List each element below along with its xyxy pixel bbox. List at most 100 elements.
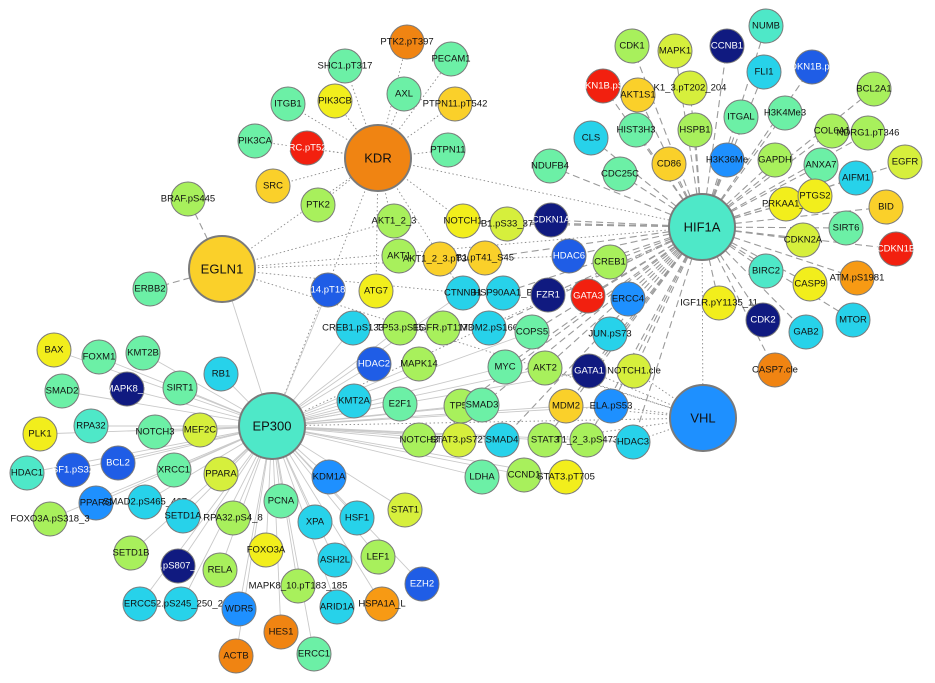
node-HDAC2[interactable]: HDAC2 bbox=[356, 346, 392, 382]
node-AKT2[interactable]: AKT2 bbox=[527, 350, 563, 386]
node-STAT3.pT705[interactable]: STAT3.pT705 bbox=[537, 459, 595, 495]
node-circle-CASP7.cle[interactable] bbox=[757, 352, 793, 388]
node-TP53.pS15[interactable]: TP53.pS15 bbox=[376, 310, 424, 346]
node-circle-CASP9[interactable] bbox=[792, 266, 828, 302]
node-circle-MDM2.pS166[interactable] bbox=[471, 310, 507, 346]
node-circle-STAT3.pS727[interactable] bbox=[441, 422, 477, 458]
node-circle-PCNA[interactable] bbox=[263, 483, 299, 519]
node-AIFM1[interactable]: AIFM1 bbox=[838, 160, 874, 196]
node-MYC[interactable]: MYC bbox=[487, 349, 523, 385]
node-LEF1[interactable]: LEF1 bbox=[360, 539, 396, 575]
node-circle-PTPN11.pT542[interactable] bbox=[437, 86, 473, 122]
node-HSF1.pS326[interactable]: SF1.pS32 bbox=[52, 452, 94, 488]
node-circle-NOTCH3b[interactable] bbox=[137, 414, 173, 450]
node-CD86[interactable]: CD86 bbox=[651, 146, 687, 182]
node-SHC1.pT317[interactable]: SHC1.pT317 bbox=[318, 48, 373, 84]
node-SETD1A[interactable]: SETD1A bbox=[165, 498, 203, 534]
node-circle-NOTCH3[interactable] bbox=[401, 422, 437, 458]
node-HSPB1[interactable]: HSPB1 bbox=[677, 112, 713, 148]
node-RELA[interactable]: RELA bbox=[202, 552, 238, 588]
node-circle-KMT2B[interactable] bbox=[125, 335, 161, 371]
node-circle-FLI1[interactable] bbox=[746, 54, 782, 90]
node-circle-HDAC2[interactable] bbox=[356, 346, 392, 382]
node-circle-WDR5[interactable] bbox=[221, 591, 257, 627]
node-circle-PIK3CB[interactable] bbox=[317, 83, 353, 119]
node-BRAF.pS445[interactable]: BRAF.pS445 bbox=[161, 181, 215, 217]
node-EGFR[interactable]: EGFR bbox=[887, 144, 923, 180]
node-RPA32.pS4_8[interactable]: RPA32.pS4_8 bbox=[203, 500, 263, 536]
node-circle-EGFR.pT1173[interactable] bbox=[425, 310, 461, 346]
node-circle-RELA.pS536[interactable] bbox=[593, 388, 629, 424]
node-ANXA7[interactable]: ANXA7 bbox=[803, 147, 839, 183]
node-SMAD2.pS465_467[interactable]: SMAD2.pS465_467 bbox=[103, 484, 187, 520]
node-circle-PTPN11[interactable] bbox=[430, 132, 466, 168]
node-MAPK14[interactable]: MAPK14 bbox=[400, 346, 438, 382]
node-circle-COPS5[interactable] bbox=[514, 314, 550, 350]
node-MDM2[interactable]: MDM2 bbox=[548, 388, 584, 424]
hub-node-HIF1A[interactable]: HIF1A bbox=[668, 193, 736, 261]
node-circle-PPARG[interactable] bbox=[78, 485, 114, 521]
node-FLI1[interactable]: FLI1 bbox=[746, 54, 782, 90]
node-circle-CDKN1B.pT157[interactable] bbox=[794, 49, 830, 85]
node-KDM1A[interactable]: KDM1A bbox=[311, 459, 347, 495]
node-CDK1[interactable]: CDK1 bbox=[614, 28, 650, 64]
node-FOXO3A.pS318_321[interactable]: FOXO3A.pS318_3 bbox=[10, 501, 90, 537]
node-CTNNB1.pS33_37[interactable]: B1.pS33_37 bbox=[481, 206, 533, 242]
node-circle-MAPK1_3.pT202_204[interactable] bbox=[672, 70, 708, 106]
node-ERBB2[interactable]: ERBB2 bbox=[132, 271, 168, 307]
node-GAB2[interactable]: GAB2 bbox=[788, 314, 824, 350]
node-circle-ITGB1[interactable] bbox=[270, 86, 306, 122]
node-NOTCH1[interactable]: NOTCH1 bbox=[443, 203, 483, 239]
node-circle-BIRC2[interactable] bbox=[748, 253, 784, 289]
node-RELA.pS536[interactable]: ELA.pS53 bbox=[590, 388, 633, 424]
node-HDAC3[interactable]: HDAC3 bbox=[615, 424, 651, 460]
node-circle-CDKN1B[interactable] bbox=[878, 231, 914, 267]
node-ATG7[interactable]: ATG7 bbox=[358, 273, 394, 309]
node-circle-MAPK14[interactable] bbox=[401, 346, 437, 382]
node-circle-CDKN2A[interactable] bbox=[785, 222, 821, 258]
node-MDM2.pS166[interactable]: MDM2.pS166 bbox=[460, 310, 518, 346]
node-CDKN2A[interactable]: CDKN2A bbox=[784, 222, 823, 258]
node-circle-MEF2C[interactable] bbox=[182, 412, 218, 448]
node-circle-ARID1A[interactable] bbox=[319, 589, 355, 625]
node-HES1[interactable]: HES1 bbox=[263, 614, 299, 650]
hub-circle-HIF1A[interactable] bbox=[668, 193, 736, 261]
node-PIK3CA[interactable]: PIK3CA bbox=[237, 123, 273, 159]
node-HIST3H3[interactable]: HIST3H3 bbox=[616, 112, 656, 148]
node-PRKAA1_2[interactable]: PRKAA1_2 bbox=[762, 186, 810, 222]
node-circle-EZH2[interactable] bbox=[404, 566, 440, 602]
node-PCNA[interactable]: PCNA bbox=[263, 483, 299, 519]
node-circle-E2F1[interactable] bbox=[382, 386, 418, 422]
node-MAPK1[interactable]: MAPK1 bbox=[657, 33, 693, 69]
node-COL6A1[interactable]: COL6A1 bbox=[814, 113, 850, 149]
node-circle-EGFR[interactable] bbox=[887, 144, 923, 180]
node-SRC.pT527[interactable]: SRC.pT527 bbox=[282, 130, 332, 166]
node-HDAC6[interactable]: HDAC6 bbox=[551, 238, 587, 274]
node-circle-HSPB1[interactable] bbox=[677, 112, 713, 148]
node-STAT3.pS727[interactable]: STAT3.pS727 bbox=[430, 422, 488, 458]
node-circle-ATM.pS1981[interactable] bbox=[839, 260, 875, 296]
node-circle-PECAM1[interactable] bbox=[433, 41, 469, 77]
node-CDKN1B[interactable]: CDKN1B bbox=[877, 231, 916, 267]
node-CREB1.pS133[interactable]: CREB1.pS133 bbox=[322, 310, 384, 346]
node-circle-ACTB[interactable] bbox=[218, 638, 254, 674]
node-ATM.pS1981[interactable]: ATM.pS1981 bbox=[830, 260, 885, 296]
node-SIRT1[interactable]: SIRT1 bbox=[162, 370, 198, 406]
node-GATA1[interactable]: GATA1 bbox=[571, 353, 607, 389]
node-NOTCH3[interactable]: NOTCH3 bbox=[399, 422, 439, 458]
node-circle-PPARA[interactable] bbox=[203, 456, 239, 492]
node-circle-NOTCH1.cle[interactable] bbox=[616, 353, 652, 389]
node-circle-SRC.pT527[interactable] bbox=[289, 130, 325, 166]
node-ASH2L[interactable]: ASH2L bbox=[317, 542, 353, 578]
node-circle-COL6A1[interactable] bbox=[814, 113, 850, 149]
node-ERCC4[interactable]: ERCC4 bbox=[610, 281, 646, 317]
node-circle-SRC[interactable] bbox=[255, 168, 291, 204]
node-circle-HES1[interactable] bbox=[263, 614, 299, 650]
node-HSPA1A_L[interactable]: HSPA1A_L bbox=[358, 586, 406, 622]
node-AKT1_2_3[interactable]: AKT1_2_3 bbox=[372, 203, 417, 239]
node-PTK2[interactable]: PTK2 bbox=[300, 187, 336, 223]
node-BCL2A1[interactable]: BCL2A1 bbox=[856, 71, 892, 107]
node-IGF1R.pY1135_1136[interactable]: IGF1R.pY1135_11 bbox=[680, 285, 758, 321]
node-circle-AKT2[interactable] bbox=[527, 350, 563, 386]
node-CDKN1B.pT157[interactable]: CDKN1B.pT1 bbox=[783, 49, 841, 85]
